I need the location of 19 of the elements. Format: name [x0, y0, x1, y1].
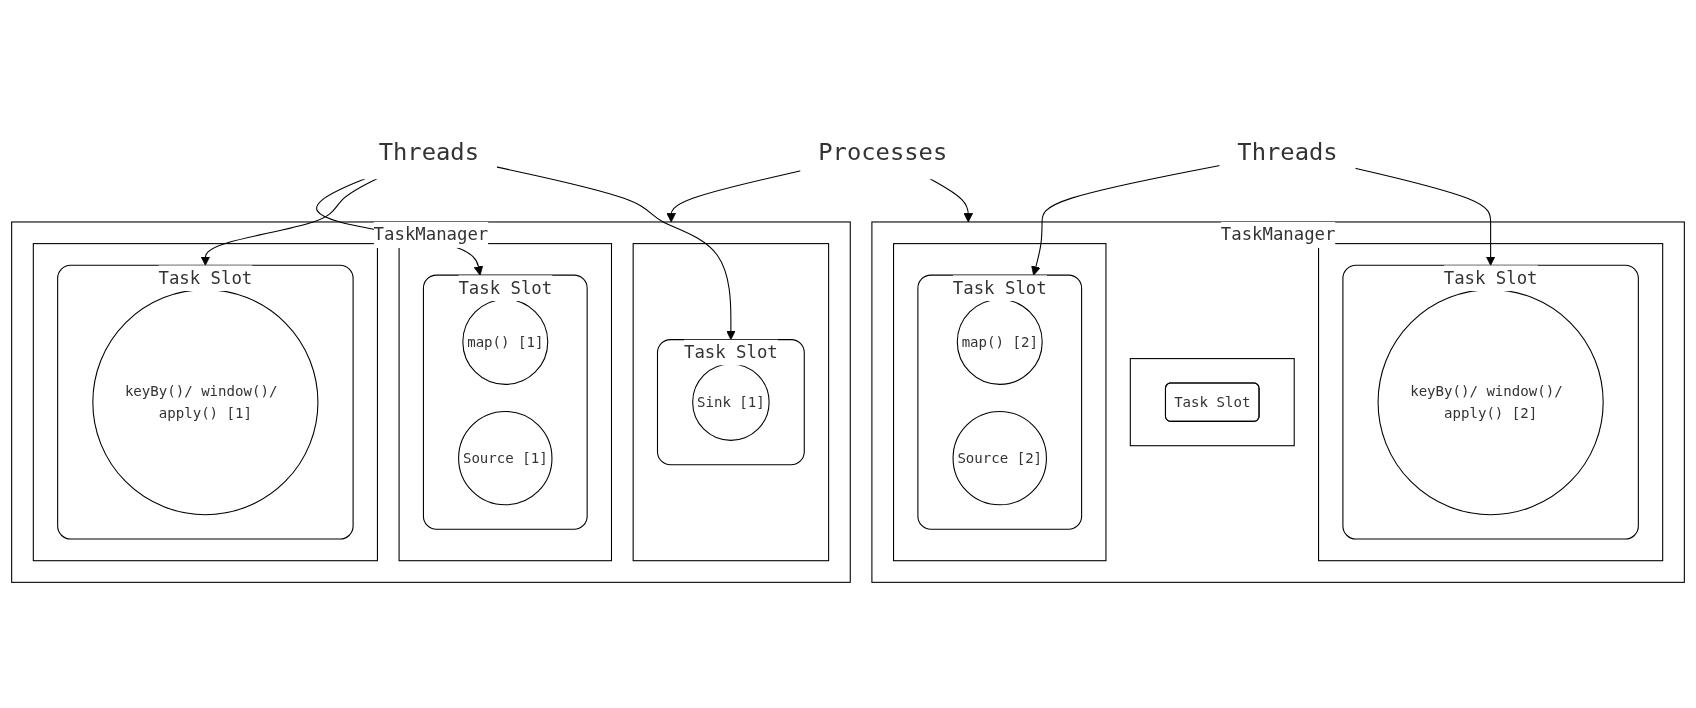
node-circle: map() [1]	[462, 298, 549, 385]
node-circle: map() [2]	[956, 298, 1043, 385]
node-text: Threads	[378, 138, 479, 166]
node-circle: Sink [1]	[692, 363, 770, 441]
node-text: Threads	[1237, 138, 1338, 166]
cluster	[632, 243, 830, 562]
node-circle: keyBy()/ window()/ apply() [1]	[92, 289, 319, 516]
node-text: Processes	[818, 138, 948, 166]
node-circle: Source [1]	[458, 410, 553, 506]
cluster	[398, 243, 613, 562]
arrow	[1354, 167, 1496, 266]
cluster	[893, 243, 1107, 562]
cluster	[1129, 358, 1295, 447]
cluster	[32, 243, 378, 562]
arrow	[200, 178, 378, 266]
node-circle: Source [2]	[952, 410, 1047, 506]
arrow	[929, 178, 974, 223]
node-circle: keyBy()/ window()/ apply() [2]	[1377, 289, 1604, 516]
cluster	[1318, 243, 1664, 562]
